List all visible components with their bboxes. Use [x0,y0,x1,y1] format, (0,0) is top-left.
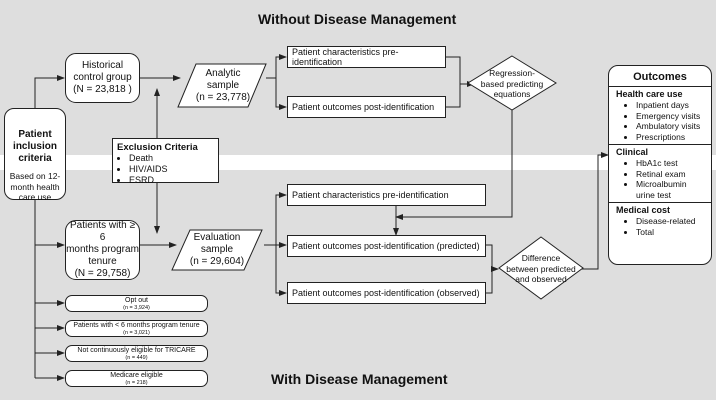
exclusion-count: (n = 3,924) [123,305,150,311]
analytic-sample-shape [177,63,267,108]
top-patient-outcomes: Patient outcomes post-identification [287,96,446,118]
regression-to-bot-pred [395,110,513,220]
outcomes-section-clinical: Clinical HbA1c test Retinal exam Microal… [609,145,711,203]
inclusion-title: Patient inclusion criteria [13,129,57,164]
tenure-line1: Patients with ≥ 6 [70,220,135,243]
section-items: Disease-related Total [616,216,707,237]
inclusion-to-tenure [34,200,65,248]
inclusion-to-historical [34,75,65,108]
tenure-line2: months program [66,244,139,255]
tenure-line4: (N = 29,758) [74,268,131,279]
outcome-item: Prescriptions [636,132,707,143]
exclusion-short-tenure: Patients with < 6 months program tenure … [65,320,208,337]
exclusion-label: Medicare eligible [110,372,163,379]
difference-line2: between predicted [506,263,576,274]
section-heading: Health care use [616,89,683,99]
tenure-group: Patients with ≥ 6 months program tenure … [65,220,140,280]
analytic-line2: sample [206,80,240,91]
exclusion-count: (n = 3,021) [123,330,150,336]
exclusion-item: ESRD [129,175,214,186]
evaluation-sample: Evaluation sample (n = 29,604) [176,232,258,268]
exclusion-criteria-box: Exclusion Criteria Death HIV/AIDS ESRD [112,138,219,186]
bot-obs-to-difference [486,266,499,294]
outcome-item: Microalbumin urine test [636,179,707,200]
exclusion-medicare: Medicare eligible (n = 218) [65,370,208,387]
outcome-item: Disease-related [636,216,707,227]
historical-line2: control group [73,72,132,83]
outcomes-section-medical-cost: Medical cost Disease-related Total [609,203,711,239]
outcomes-section-health-care-use: Health care use Inpatient days Emergency… [609,87,711,145]
historical-line1: Historical [81,60,124,71]
exclusion-tricare: Not continuously eligible for TRICARE (n… [65,345,208,362]
evaluation-line2: sample [200,244,234,255]
section-items: HbA1c test Retinal exam Microalbumin uri… [616,158,707,200]
historical-control-group: Historical control group (N = 23,818 ) [65,53,140,103]
outcome-item: Emergency visits [636,111,707,122]
bottom-outcomes-observed: Patient outcomes post-identification (ob… [287,282,486,304]
bottom-outcomes-predicted: Patient outcomes post-identification (pr… [287,235,486,257]
exclusion-label: Patients with < 6 months program tenure [73,322,200,329]
bot-pred-to-difference [486,244,493,269]
analytic-to-top-pre [266,54,287,79]
exclusion-opt-out: Opt out (n = 3,924) [65,295,208,312]
exclusion-item: Death [129,153,214,164]
outcome-item: Inpatient days [636,100,707,111]
regression-diamond-shape [467,55,557,111]
outcome-item: Retinal exam [636,169,707,180]
exclusion-label: Opt out [125,297,148,304]
top-patient-characteristics: Patient characteristics pre-identificati… [287,46,446,68]
inclusion-criteria-box: Patient inclusion criteria Based on 12-m… [4,108,66,202]
difference-line3: and observed [515,274,567,284]
difference-to-outcomes [582,152,609,270]
top-post-to-regression [446,81,475,108]
regression-line1: Regression- [489,68,535,78]
outcome-item: Ambulatory visits [636,121,707,132]
exclusion-title: Exclusion Criteria [117,142,198,153]
section-items: Inpatient days Emergency visits Ambulato… [616,100,707,142]
exclusion-label: Not continuously eligible for TRICARE [77,347,196,354]
top-pre-to-regression [446,56,461,84]
inclusion-subtitle: Based on 12-month health care use [9,171,61,202]
section-heading: Medical cost [616,205,671,215]
exclusion-count: (n = 218) [125,380,148,386]
heading-with: With Disease Management [271,371,448,387]
analytic-line1: Analytic [205,68,241,79]
heading-without: Without Disease Management [258,11,457,27]
outcomes-title: Outcomes [609,66,711,87]
difference-line1: Difference [521,253,561,263]
exclusion-count: (n = 449) [125,355,148,361]
analytic-sample: Analytic sample (n = 23,778) [182,68,264,104]
regression-line3: equations [493,89,531,99]
evaluation-line3: (n = 29,604) [189,256,245,267]
outcome-item: HbA1c test [636,158,707,169]
exclusion-list: Death HIV/AIDS ESRD [117,153,214,186]
outcome-item: Total [636,227,707,238]
evaluation-to-bot-obs [275,245,287,296]
tenure-line3: tenure [88,256,117,267]
section-heading: Clinical [616,147,649,157]
bottom-patient-characteristics: Patient characteristics pre-identificati… [287,184,486,206]
regression-equations: Regression- based predicting equations [470,68,554,100]
evaluation-to-bot-pre [264,192,287,246]
difference-diamond-shape [498,236,584,300]
difference-predicted-observed: Difference between predicted and observe… [500,253,582,285]
evaluation-line1: Evaluation [193,232,241,243]
historical-line3: (N = 23,818 ) [73,84,132,95]
analytic-line3: (n = 23,778) [195,92,251,103]
regression-line2: based predicting [480,78,544,89]
analytic-to-top-post [275,78,287,110]
evaluation-sample-shape [171,229,263,271]
outcomes-panel: Outcomes Health care use Inpatient days … [608,65,712,265]
exclusion-item: HIV/AIDS [129,164,214,175]
